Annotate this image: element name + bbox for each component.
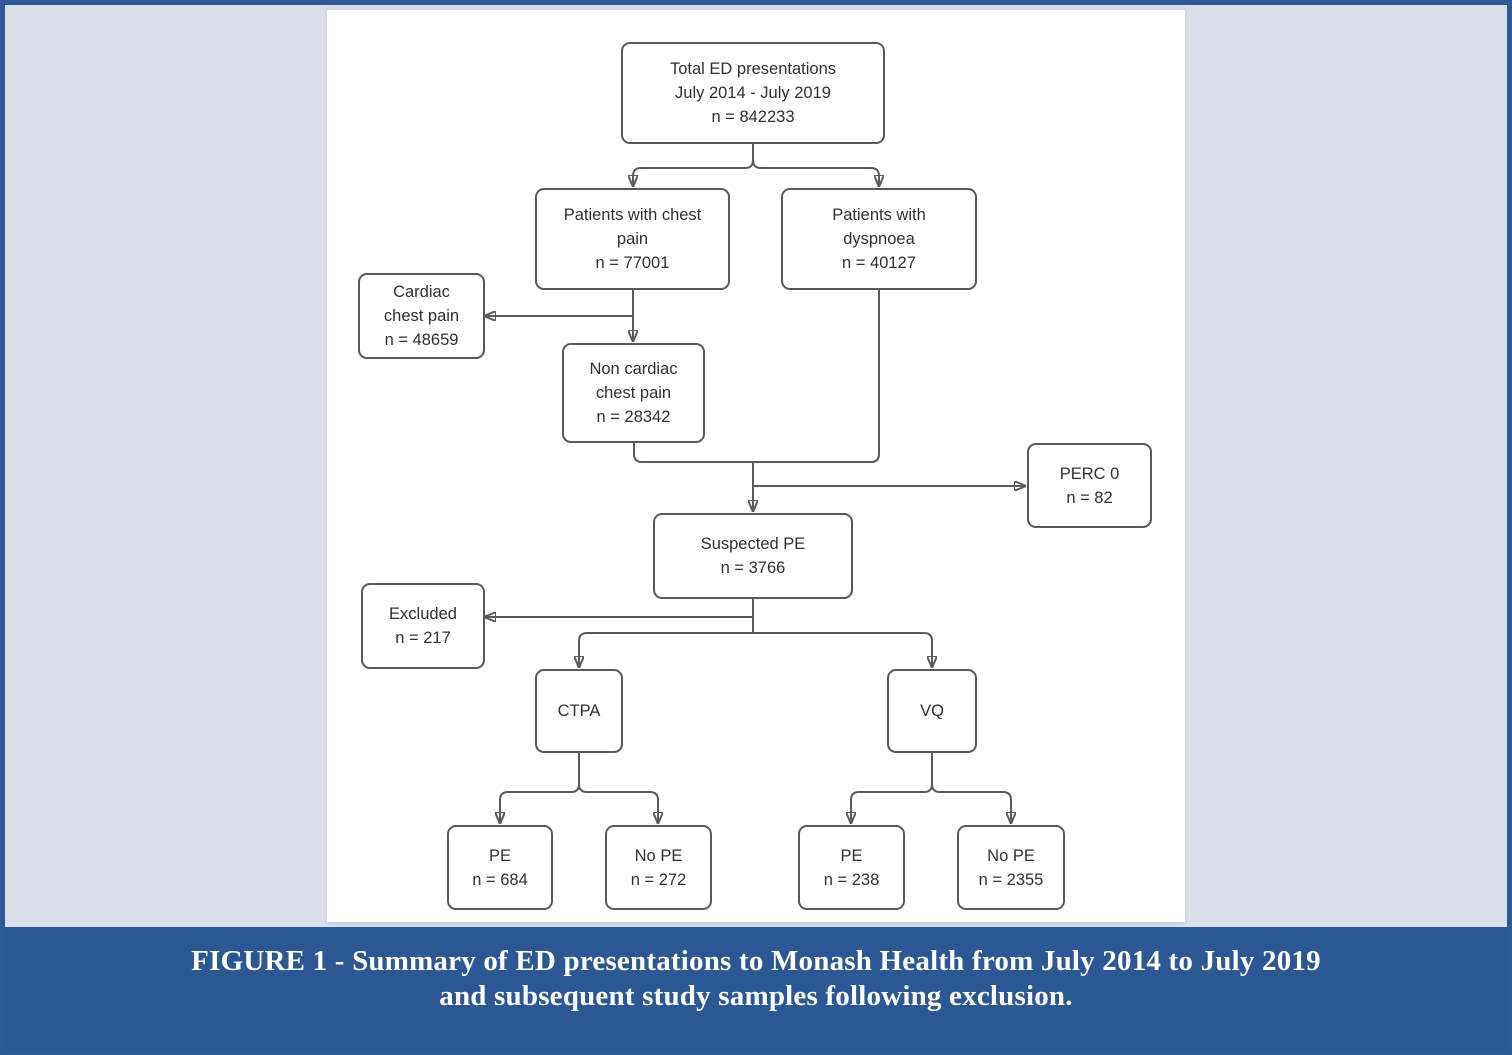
node-perc-0: PERC 0 n = 82 <box>1027 443 1152 528</box>
node-ctpa-no-pe: No PE n = 272 <box>605 825 712 910</box>
flowchart-panel: Total ED presentations July 2014 - July … <box>327 10 1185 922</box>
connector-split-to-vq <box>753 632 932 667</box>
connector-dyspnoea-to-merge <box>753 290 880 463</box>
node-cardiac-chest-pain: Cardiac chest pain n = 48659 <box>358 273 485 359</box>
flow-connectors <box>327 144 1185 922</box>
node-ctpa-pe: PE n = 684 <box>447 825 553 910</box>
connector-total-to-dyspnoea <box>752 144 879 186</box>
connector-vq-to-pe <box>851 753 933 823</box>
connector-vq-to-no-pe <box>931 753 1011 823</box>
node-vq: VQ <box>887 669 977 753</box>
node-non-cardiac-chest-pain: Non cardiac chest pain n = 28342 <box>562 343 705 443</box>
figure-caption: FIGURE 1 - Summary of ED presentations t… <box>191 945 1321 1012</box>
node-ctpa: CTPA <box>535 669 623 753</box>
connector-total-to-chest-pain <box>633 144 754 186</box>
caption-band: FIGURE 1 - Summary of ED presentations t… <box>5 927 1507 1050</box>
node-vq-pe: PE n = 238 <box>798 825 905 910</box>
connector-non-cardiac-to-merge <box>633 443 753 463</box>
node-suspected-pe: Suspected PE n = 3766 <box>653 513 853 599</box>
node-total-ed-presentations: Total ED presentations July 2014 - July … <box>621 42 885 144</box>
node-patients-dyspnoea: Patients with dyspnoea n = 40127 <box>781 188 977 290</box>
node-excluded: Excluded n = 217 <box>361 583 485 669</box>
node-patients-chest-pain: Patients with chest pain n = 77001 <box>535 188 730 290</box>
connector-ctpa-to-pe <box>500 753 580 823</box>
connector-ctpa-to-no-pe <box>578 753 658 823</box>
connector-split-to-ctpa <box>579 632 753 667</box>
node-vq-no-pe: No PE n = 2355 <box>957 825 1065 910</box>
